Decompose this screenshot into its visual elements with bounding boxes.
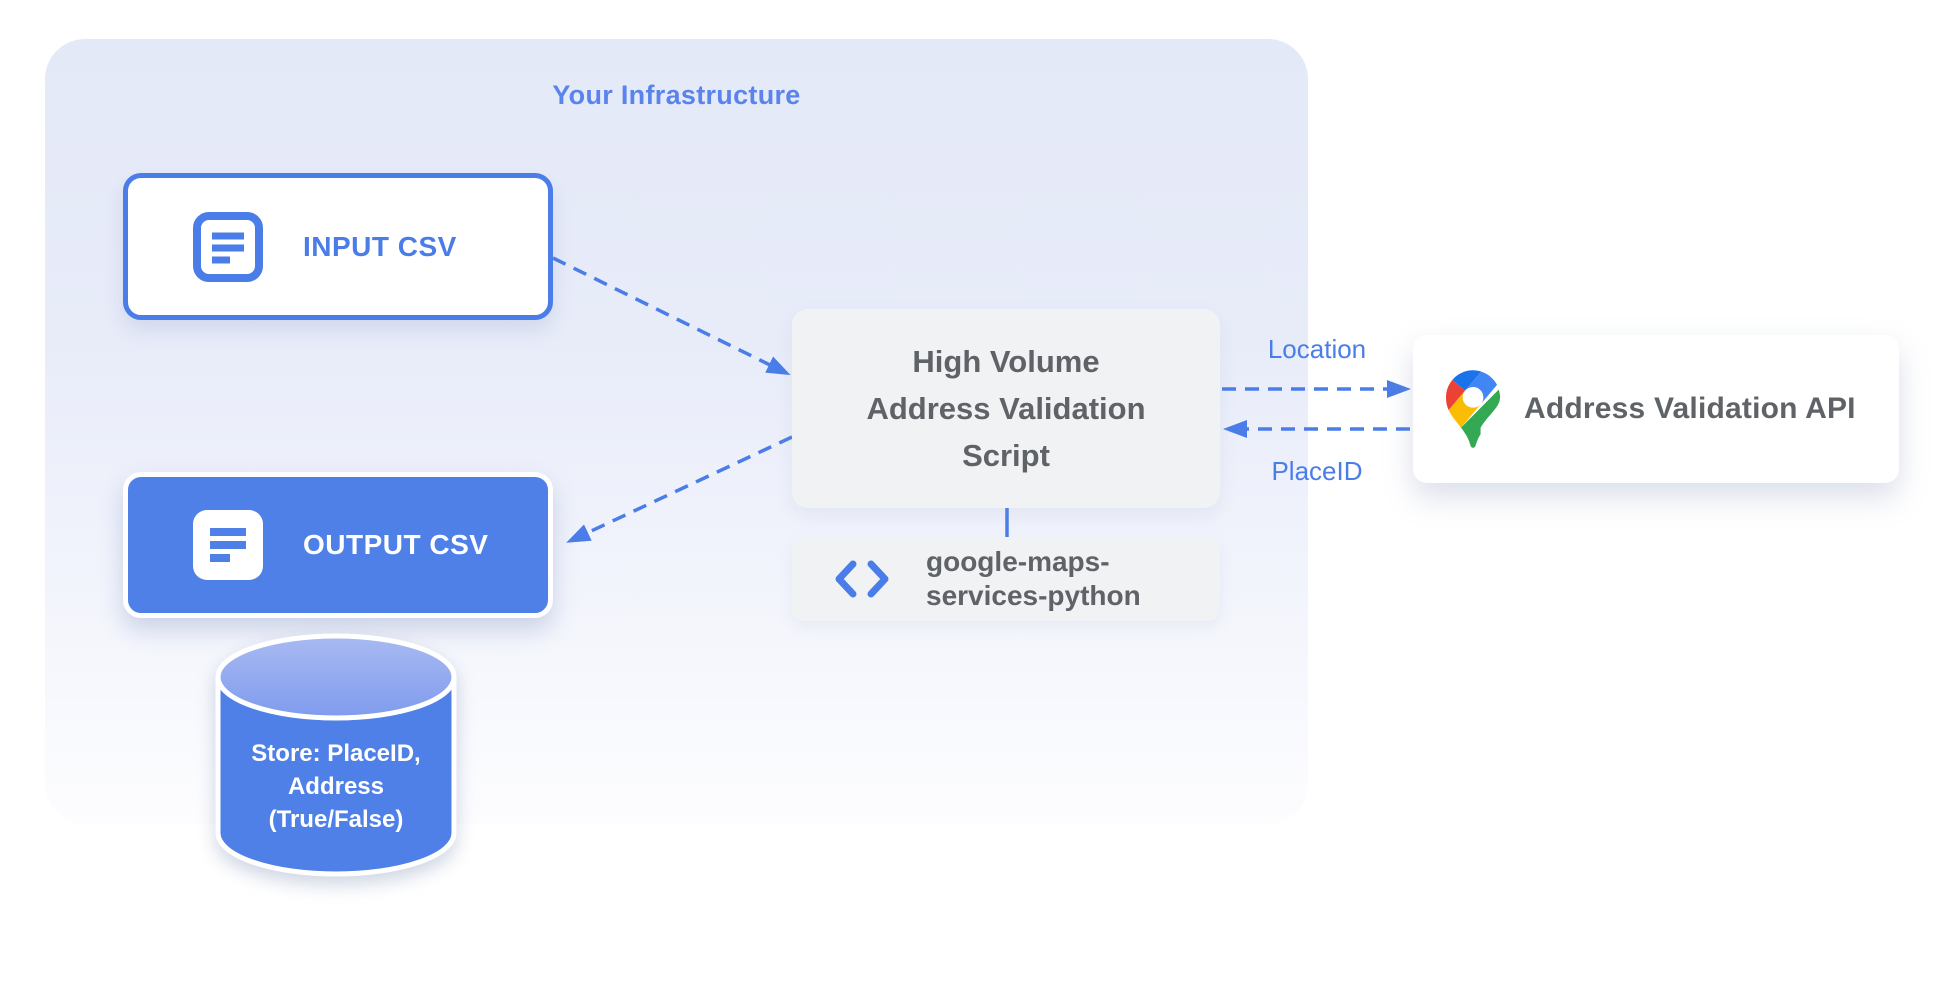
library-node: google-maps- services-python [792,537,1220,621]
output-csv-node: OUTPUT CSV [123,472,553,618]
edge-label-location: Location [1267,334,1367,364]
library-label: google-maps- services-python [926,546,1141,611]
datastore-label: Store: PlaceID, Address (True/False) [251,740,421,833]
edge-label-placeid: PlaceID [1271,456,1363,486]
input-csv-node: INPUT CSV [123,173,553,320]
document-icon [193,211,263,282]
script-label: High Volume Address Validation Script [866,344,1146,473]
api-node: Address Validation API [1413,335,1899,483]
infrastructure-title: Your Infrastructure [552,80,801,110]
script-node: High Volume Address Validation Script [792,309,1220,508]
document-icon [193,510,263,580]
output-csv-label: OUTPUT CSV [303,529,489,560]
datastore-cylinder [215,633,457,877]
google-maps-pin-icon [1446,370,1500,448]
input-csv-label: INPUT CSV [303,230,457,262]
code-icon [835,560,889,598]
api-label: Address Validation API [1524,392,1856,425]
